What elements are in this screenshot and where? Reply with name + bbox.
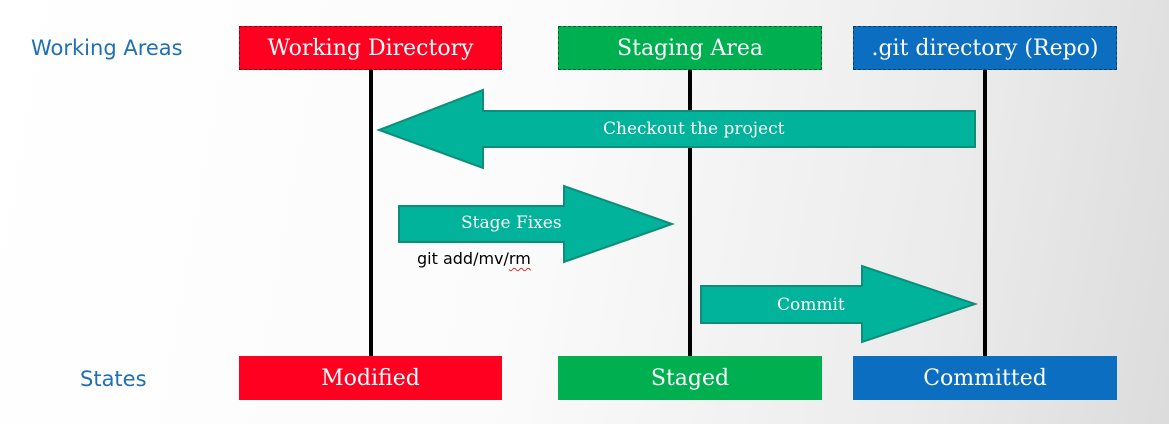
commit-arrow bbox=[700, 264, 979, 344]
modified-state-box: Modified bbox=[239, 356, 502, 400]
stage-fixes-arrow bbox=[398, 184, 676, 264]
checkout-arrow-label: Checkout the project bbox=[603, 119, 785, 139]
commit-arrow-label: Commit bbox=[777, 295, 845, 315]
states-label: States bbox=[80, 367, 147, 391]
working-areas-label: Working Areas bbox=[31, 36, 183, 60]
committed-state-box: Committed bbox=[853, 356, 1117, 400]
git-directory-box: .git directory (Repo) bbox=[853, 26, 1117, 70]
staging-area-box: Staging Area bbox=[558, 26, 822, 70]
git-command-label: git add/mv/rm bbox=[417, 251, 531, 267]
staged-state-box: Staged bbox=[558, 356, 822, 400]
working-directory-lifeline bbox=[369, 70, 373, 356]
stage-fixes-arrow-label: Stage Fixes bbox=[461, 213, 562, 233]
checkout-arrow bbox=[376, 88, 976, 170]
git-directory-lifeline bbox=[983, 70, 987, 356]
working-directory-box: Working Directory bbox=[239, 26, 502, 70]
git-command-prefix: git add/mv/ bbox=[417, 249, 509, 268]
git-command-rm: rm bbox=[508, 249, 531, 268]
staging-area-lifeline bbox=[688, 70, 692, 356]
